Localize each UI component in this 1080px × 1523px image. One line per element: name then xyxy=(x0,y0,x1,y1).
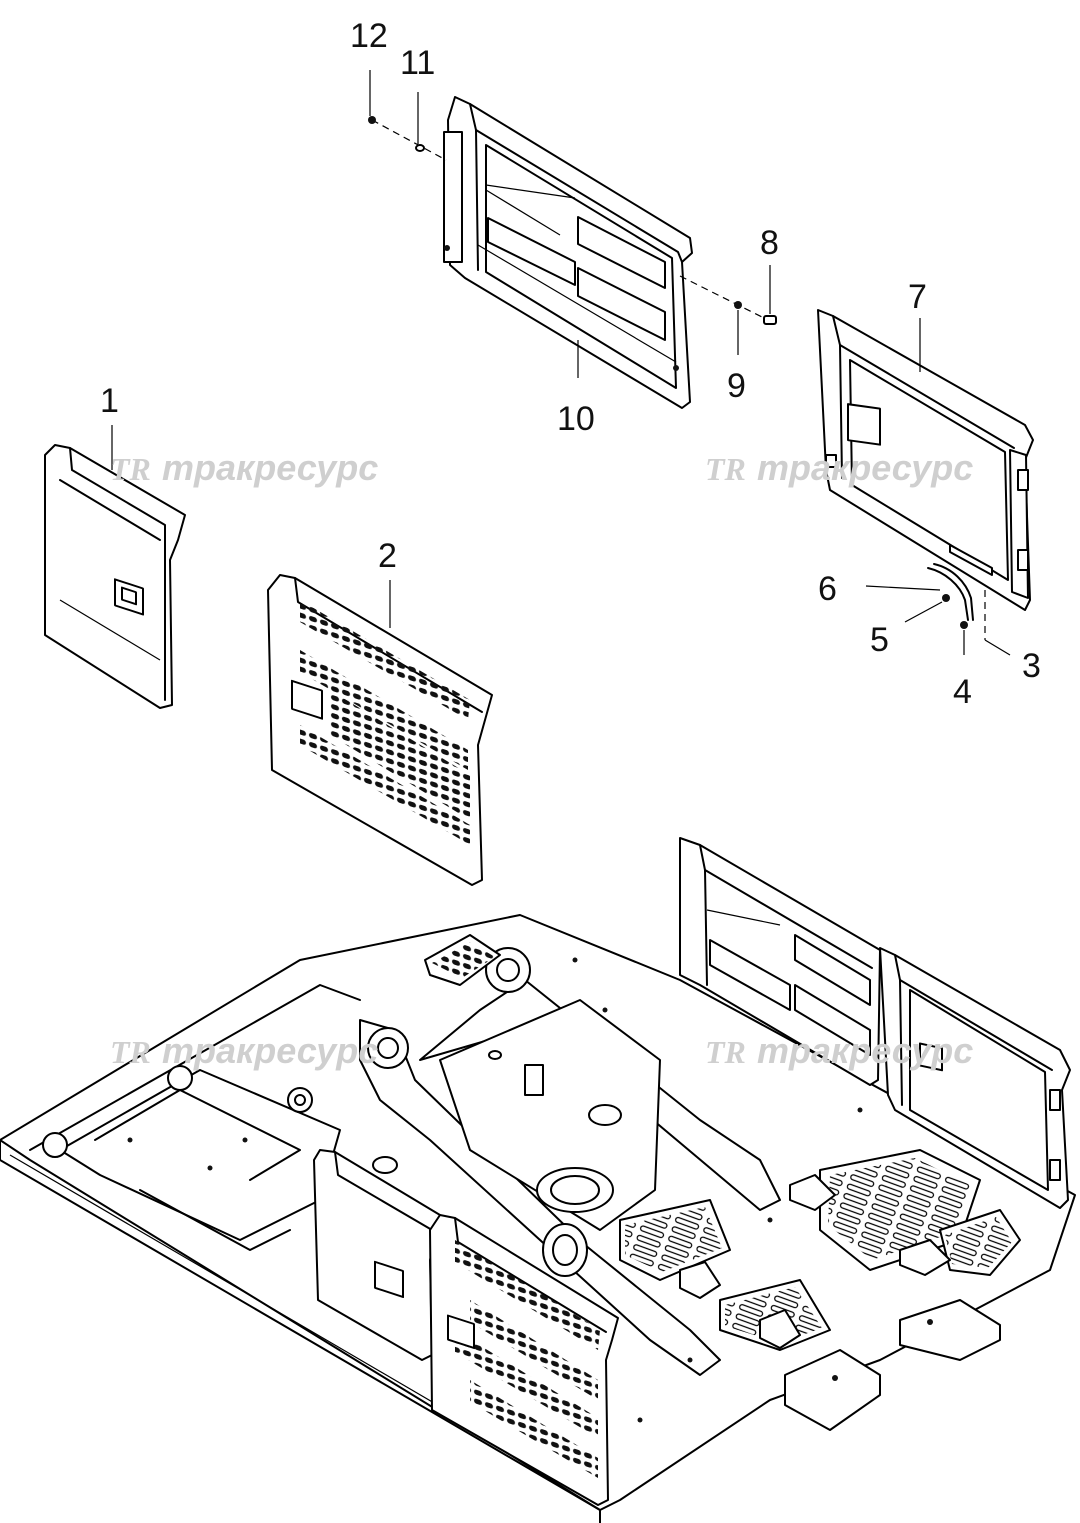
watermark-1: TR тракресурс xyxy=(110,447,378,488)
watermark-logo: TR xyxy=(110,451,151,487)
watermark-logo: TR xyxy=(110,1034,151,1070)
watermark-logo: TR xyxy=(705,451,746,487)
callout-7: 7 xyxy=(908,278,927,316)
watermark-text: тракресурс xyxy=(162,1030,378,1071)
part-2-perforated-panel xyxy=(267,574,493,886)
watermark-2: TR тракресурс xyxy=(705,447,973,488)
frame-assembly xyxy=(0,837,1076,1523)
callout-2: 2 xyxy=(378,537,397,575)
callout-11: 11 xyxy=(400,44,435,82)
part-10-door-panel xyxy=(443,96,693,409)
fasteners-8-9 xyxy=(577,265,777,378)
part-1-side-panel xyxy=(44,425,186,709)
callout-10: 10 xyxy=(557,400,595,438)
callout-4: 4 xyxy=(953,673,972,711)
callout-1: 1 xyxy=(100,382,119,420)
handle-assembly-3-6 xyxy=(865,563,1011,656)
watermark-3: TR тракресурс xyxy=(110,1030,378,1071)
watermark-text: тракресурс xyxy=(757,447,973,488)
callout-12: 12 xyxy=(350,17,388,55)
callout-5: 5 xyxy=(870,621,889,659)
watermark-logo: TR xyxy=(705,1034,746,1070)
fasteners-11-12 xyxy=(368,70,447,161)
callout-8: 8 xyxy=(760,224,779,262)
part-7-door-panel xyxy=(817,309,1034,611)
watermark-4: TR тракресурс xyxy=(705,1030,973,1071)
watermark-text: тракресурс xyxy=(162,447,378,488)
watermark-text: тракресурс xyxy=(757,1030,973,1071)
callout-9: 9 xyxy=(727,367,746,405)
callout-6: 6 xyxy=(818,570,837,608)
callout-3: 3 xyxy=(1022,647,1041,685)
